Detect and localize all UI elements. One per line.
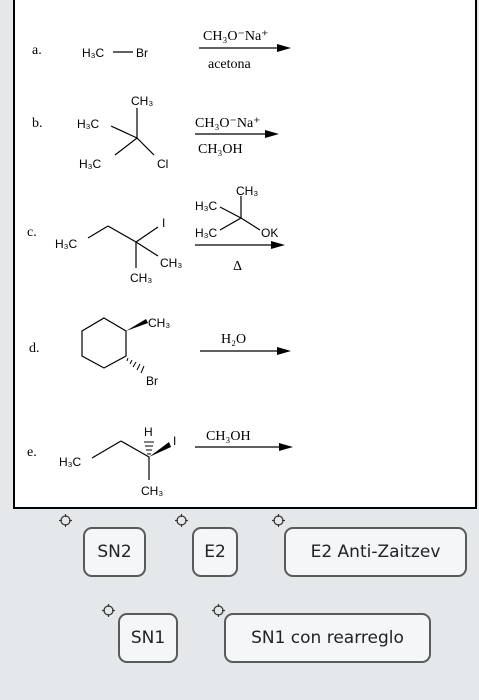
reaction-b-ch3: CH₃ [131,94,153,108]
reaction-b-substrate: CH₃ H₃C H₃C Cl [77,94,168,171]
answer-chip-label: SN1 [130,628,166,648]
reaction-c-label: c. [27,225,37,240]
reaction-b-arrowhead [265,130,279,138]
reaction-d-substrate: CH₃ Br [81,316,170,388]
drag-handle-icon[interactable] [102,604,115,617]
reaction-b-reagent-bottom: CH₃OH [198,142,243,157]
reaction-b-h3c-lower: H₃C [79,157,102,171]
drag-handle-icon[interactable] [175,514,188,527]
reaction-b-cl: Cl [157,157,168,171]
reaction-e-ch3-bottom: CH₃ [141,484,163,498]
wedge-bond-ch3 [126,319,148,331]
reaction-c-reagent-bottom: Δ [233,259,242,274]
reactions-figure: a. H₃C Br CH₃O⁻Na⁺ acetona b. CH₃ H₃C H₃… [27,29,293,498]
reactions-panel: a. H₃C Br CH₃O⁻Na⁺ acetona b. CH₃ H₃C H₃… [13,0,477,509]
drag-handle-icon[interactable] [272,514,285,527]
reaction-c-reagent-ok: OK [261,226,278,240]
reaction-c-reagent-structure: CH₃ H₃C H₃C OK [195,184,278,240]
reaction-a-label: a. [32,43,42,58]
answer-chip-sn2[interactable]: SN2 [83,527,146,577]
reaction-d-reagent-top: H₂O [221,332,246,347]
reaction-c-substrate: H₃C I CH₃ CH₃ [55,216,182,285]
hashed-bond-br [126,357,145,374]
reaction-c-reagent-ch3: CH₃ [236,184,258,198]
reaction-a-reagent-top: CH₃O⁻Na⁺ [203,29,269,44]
reaction-b-label: b. [32,116,43,131]
wedge-bond-i [149,442,171,457]
reaction-c-ch3-bottom: CH₃ [130,271,152,285]
answer-chip-label: SN2 [97,542,132,562]
reaction-e-substrate: H₃C H I CH₃ [59,425,176,498]
reaction-e-h3c: H₃C [59,455,82,469]
drag-handle-icon[interactable] [59,514,72,527]
reaction-a-reagent-bottom: acetona [208,57,252,72]
answer-chip-label: E2 Anti-Zaitzev [310,542,441,562]
reaction-c-ch3-right: CH₃ [160,256,182,270]
reaction-e-i: I [173,434,176,448]
answer-chip-e2-anti-zaitzev[interactable]: E2 Anti-Zaitzev [284,527,467,577]
reaction-d-arrowhead [277,347,291,355]
hashed-bond-h [144,441,154,455]
answer-chip-sn1[interactable]: SN1 [118,613,178,663]
reaction-a-arrowhead [277,44,291,52]
reaction-e-reagent-top: CH₃OH [206,429,251,444]
reaction-e-h: H [144,425,153,439]
reaction-e-arrowhead [279,443,293,451]
reaction-c-reagent-h3c-lower: H₃C [195,226,218,240]
reaction-b-reagent-top: CH₃O⁻Na⁺ [195,116,261,131]
cyclohexane-ring [81,317,127,369]
reaction-e-label: e. [27,445,37,460]
reaction-a-br: Br [136,46,148,60]
reaction-c-arrowhead [271,241,285,249]
reaction-d-label: d. [29,341,40,356]
reaction-b-h3c-upper: H₃C [77,117,100,131]
reaction-c-i: I [162,216,165,230]
reaction-c-reagent-h3c-upper: H₃C [195,199,218,213]
reaction-a-h3c: H₃C [82,46,105,60]
answer-chip-label: SN1 con rearreglo [251,628,404,648]
answer-chip-e2[interactable]: E2 [192,527,238,577]
answer-chip-sn1-con-rearreglo[interactable]: SN1 con rearreglo [224,613,431,663]
answer-chip-label: E2 [204,542,226,562]
drag-handle-icon[interactable] [212,604,225,617]
reaction-c-h3c: H₃C [55,237,78,251]
reaction-d-br: Br [146,374,158,388]
reaction-d-ch3: CH₃ [148,316,170,330]
